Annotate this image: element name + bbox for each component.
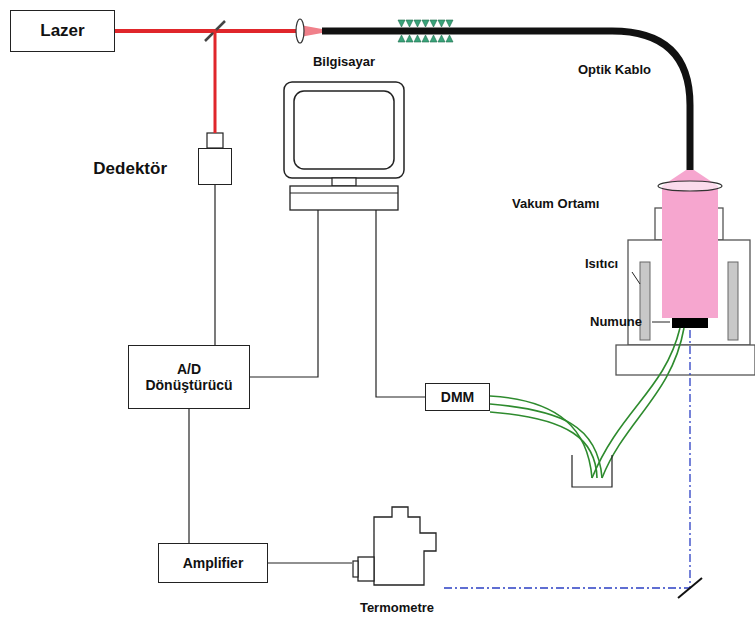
laser-beam <box>115 31 215 133</box>
leader-line <box>632 272 640 284</box>
chamber-label: Vakum Ortamı <box>512 196 599 211</box>
computer-icon <box>280 80 408 213</box>
signal-wire <box>214 185 215 345</box>
thermometer-icon <box>352 503 442 593</box>
node-label: Termometre <box>360 601 434 616</box>
signal-wire <box>250 210 318 377</box>
thermometer: Termometre <box>352 503 442 593</box>
clamp-tooth <box>406 20 413 27</box>
clamp-tooth <box>398 35 405 42</box>
signal-wire <box>376 210 425 397</box>
thermocouple-wire <box>490 404 602 478</box>
node-label: Dedektör <box>93 159 167 179</box>
ir-path <box>442 330 690 588</box>
box-text: DMM <box>441 389 474 405</box>
laser-box: Lazer <box>10 10 115 52</box>
thermocouple-wire <box>490 396 592 478</box>
cold-junction-cup <box>572 455 612 487</box>
clamp-tooth <box>446 20 453 27</box>
signal-wire <box>188 409 189 543</box>
thermocouple-wire <box>490 412 597 478</box>
lens <box>658 181 722 191</box>
adc-box: A/D Dönüştürücü <box>128 345 250 409</box>
clamp-tooth <box>430 20 437 27</box>
clamp-tooth <box>422 35 429 42</box>
computer: Bilgisayar <box>280 80 408 213</box>
sample <box>672 318 708 328</box>
signal-wire <box>268 562 352 563</box>
clamp-tooth <box>398 20 405 27</box>
fiber-clamp <box>398 20 453 42</box>
chamber-base <box>616 345 755 375</box>
clamp-tooth <box>414 20 421 27</box>
cable-label: Optik Kablo <box>578 62 651 77</box>
clamp-tooth <box>438 35 445 42</box>
mirror <box>678 578 702 598</box>
node-label: Bilgisayar <box>313 55 375 70</box>
detector-box: Dedektör <box>198 148 232 185</box>
sample-label: Numune <box>590 314 642 329</box>
box-text: A/D Dönüştürücü <box>139 361 239 393</box>
leader-line <box>652 322 670 323</box>
clamp-tooth <box>406 35 413 42</box>
amplifier-box: Amplifier <box>158 543 268 583</box>
dmm-box: DMM <box>425 383 490 411</box>
box-text: Amplifier <box>183 555 244 571</box>
clamp-tooth <box>430 35 437 42</box>
detector-window <box>207 133 223 148</box>
thermocouple-wire <box>602 328 684 478</box>
lens <box>296 19 304 43</box>
pink-beam <box>662 170 718 318</box>
heater <box>728 262 738 340</box>
heater-label: Isıtıcı <box>585 256 618 271</box>
clamp-tooth <box>414 35 421 42</box>
clamp-tooth <box>438 20 445 27</box>
clamp-tooth <box>422 20 429 27</box>
clamp-tooth <box>446 35 453 42</box>
thermocouple-wire <box>592 328 680 478</box>
box-text: Lazer <box>40 21 84 41</box>
